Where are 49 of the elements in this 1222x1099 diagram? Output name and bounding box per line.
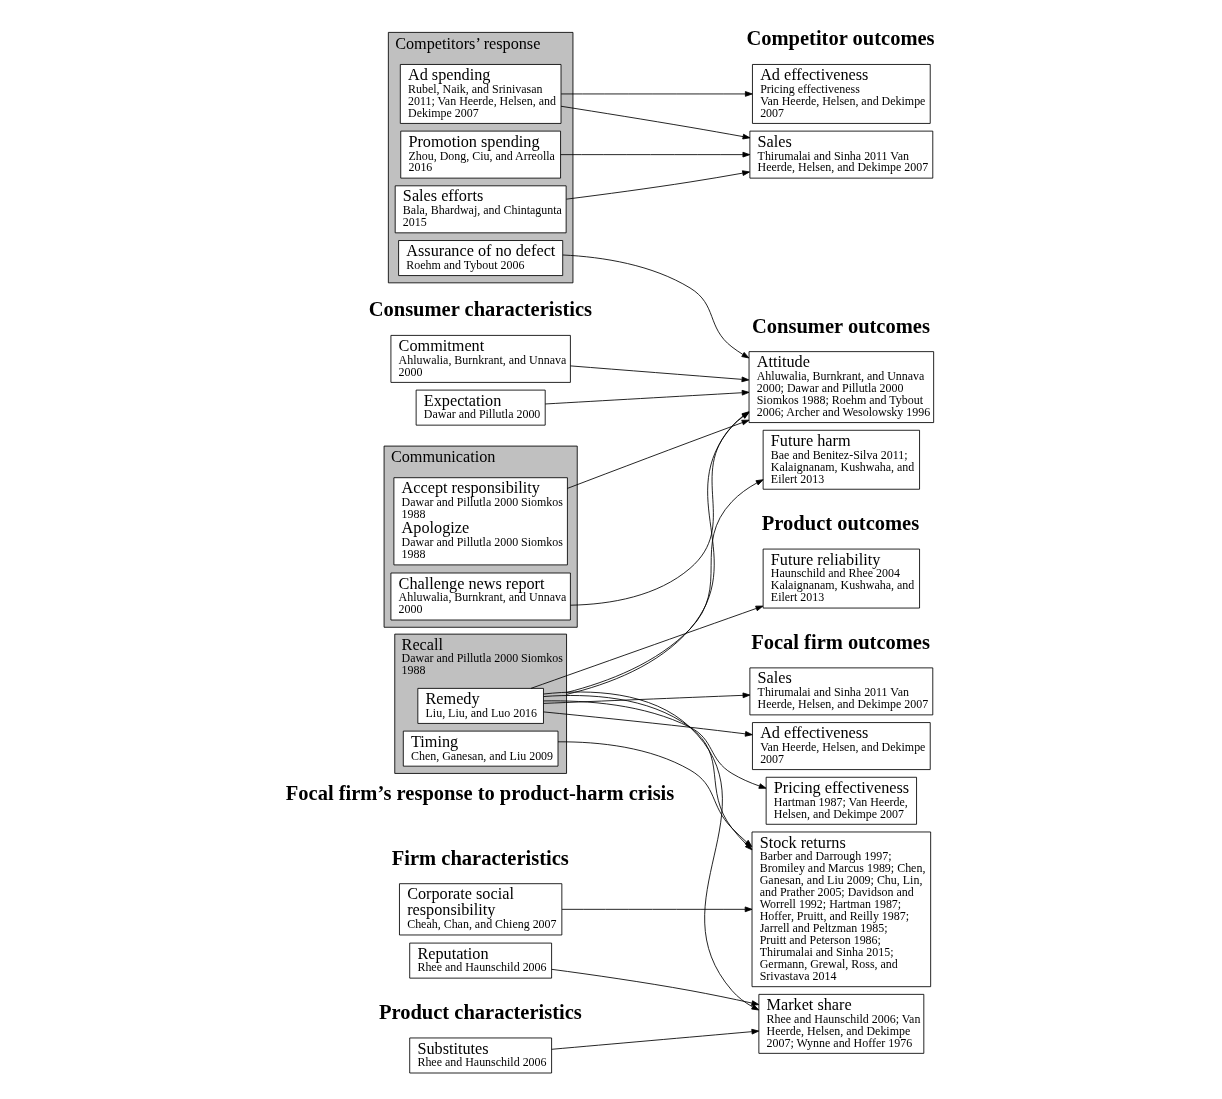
node-box: Accept responsibility Dawar and Pillutla 2000 Siomkos 1988 Apologize Dawar and Pillutla 2000 Siomkos 1988 [393, 477, 568, 566]
label: Consumer characteristics [368, 298, 593, 321]
node-box: Promotion spending Zhou, Dong, Ciu, and Arreolla 2016 [400, 130, 561, 179]
label: Competitor outcomes [746, 27, 935, 50]
arrow [567, 419, 750, 489]
node-box: Commitment Ahluwalia, Burnkrant, and Unnava 2000 [390, 334, 571, 383]
node-box: Timing Chen, Ganesan, and Liu 2009 [402, 730, 559, 767]
arrow [560, 105, 751, 140]
arrow [551, 1028, 760, 1050]
node-box: Sales Thirumalai and Sinha 2011 Van Heerde, Helsen, and Dekimpe 2007 [749, 130, 934, 179]
label: Product outcomes [761, 512, 920, 535]
label: Consumer outcomes [752, 314, 930, 337]
node-box: Market share Rhee and Haunschild 2006; Van Heerde, Helsen, and Dekimpe 2007; Wynne and Hoffer 1976 [758, 993, 925, 1054]
arrow [561, 906, 753, 913]
node-box: Reputation Rhee and Haunschild 2006 [409, 942, 553, 979]
node-box: Remedy Liu, Liu, and Luo 2016 [417, 687, 544, 724]
arrow [570, 365, 750, 383]
label: Focal firm outcomes [751, 630, 930, 653]
arrow [560, 91, 753, 97]
node-box: Expectation Dawar and Pillutla 2000 [415, 389, 546, 426]
node-box: Substitutes Rhee and Haunschild 2006 [409, 1037, 553, 1074]
node-box: Corporate social responsibility Cheah, Chan, and Chieng 2007 [399, 883, 563, 936]
node-box: Attitude Ahluwalia, Burnkrant, and Unnava 2000; Dawar and Pillutla 2000 Siomkos 1988; Roehm and Tybout 2006; Archer and Wesolowsky 1996 [748, 351, 935, 423]
node-box: Sales efforts Bala, Bhardwaj, and Chintagunta 2015 [394, 185, 567, 234]
arrow [543, 700, 767, 789]
arrow [543, 692, 751, 704]
node-box: Pricing effectiveness Hartman 1987; Van Heerde, Helsen, and Dekimpe 2007 [765, 776, 917, 825]
node-box: Ad effectiveness Van Heerde, Helsen, and Dekimpe 2007 [752, 722, 931, 770]
arrow [566, 479, 764, 693]
arrow [562, 254, 750, 359]
node-box: Sales Thirumalai and Sinha 2011 Van Heerde, Helsen, and Dekimpe 2007 [749, 667, 934, 716]
arrow [551, 968, 760, 1006]
arrow [560, 151, 751, 158]
arrow [565, 170, 750, 200]
node-box: Assurance of no defect Roehm and Tybout 2006 [398, 240, 564, 276]
arrow [544, 389, 750, 405]
node-box: Stock returns Barber and Darrough 1997; Bromiley and Marcus 1989; Chen, Ganesan, and Liu 2009; Chu, Lin, and Prather 2005; Davidson and Worrell 1992; Hartman 1987; Hoffer, Pruitt, and Reilly 1987; Jarrell and Peltzman 1985; Pruitt and Peterson 1986; Thirumalai and Sinha 2015; Germann, Grewal, Ross, and Srivastava 2014 [751, 831, 932, 988]
arrow [543, 691, 760, 1011]
node-box: Future harm Bae and Benitez-Silva 2011; Kalaignanam, Kushwaha, and Eilert 2013 [762, 429, 920, 490]
node-box: Future reliability Haunschild and Rhee 2004 Kalaignanam, Kushwaha, and Eilert 2013 [762, 548, 920, 609]
label: Product characteristics [378, 1000, 582, 1023]
label: Firm characteristics [391, 847, 569, 870]
arrow [530, 605, 764, 689]
node-box: Challenge news report Ahluwalia, Burnkrant, and Unnava 2000 [390, 572, 571, 621]
arrow [543, 711, 753, 737]
node-box: Ad effectiveness Pricing effectiveness Van Heerde, Helsen, and Dekimpe 2007 [752, 64, 931, 124]
node-box: Ad spending Rubel, Naik, and Srinivasan 2011; Van Heerde, Helsen, and Dekimpe 2007 [399, 64, 562, 124]
arrow [557, 741, 753, 848]
label: Focal firm’s response to product-harm crisis [285, 782, 675, 805]
